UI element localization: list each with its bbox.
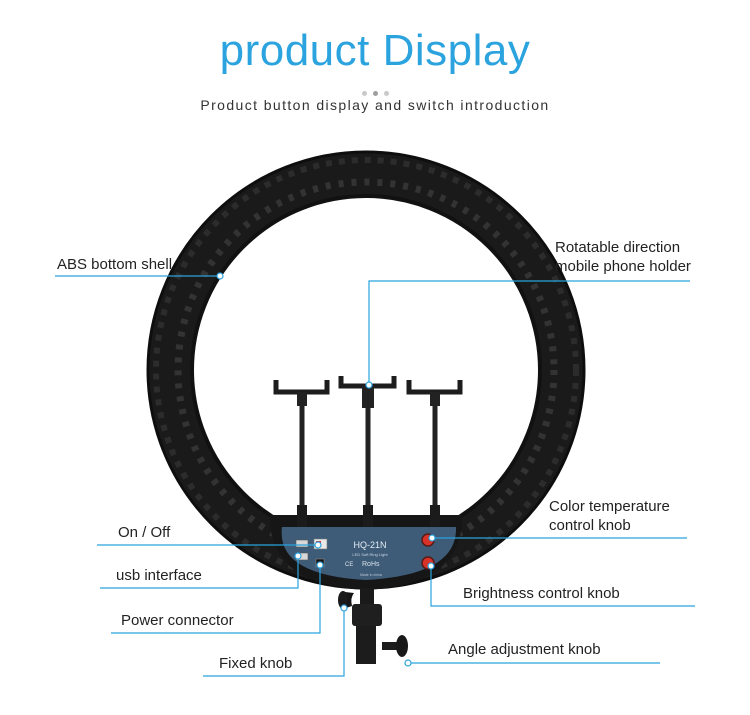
mount-block [352,604,382,626]
panel-caption: LED Soft Ring Light [352,552,388,557]
fixed-knob [338,591,348,609]
holder-joint-left [297,392,307,406]
holder-base-left [297,505,307,527]
label-power-connector: Power connector [121,612,234,629]
label-color-temp-line1: Color temperature [549,498,670,515]
panel-model: HQ-21N [353,540,386,550]
callout-lines [55,272,695,677]
page-title: product Display [219,26,531,75]
holder-joint-right [430,392,440,406]
ring-light-product-image: HQ-21N LED Soft Ring Light RoHs CE Made … [146,150,586,664]
angle-knob [396,635,408,657]
phone-clamp-right [406,380,463,395]
dot [372,91,378,96]
mount-post [356,626,376,664]
label-brightness-knob: Brightness control knob [463,585,620,602]
holder-base-middle [363,505,373,527]
label-angle-knob: Angle adjustment knob [448,641,601,658]
dot [361,91,367,96]
decorative-dots [0,83,750,101]
panel-made-in: Made in china [360,573,382,577]
label-holder-line1: Rotatable direction [555,239,681,256]
label-on-off: On / Off [118,524,171,541]
angle-knob-shaft [382,642,398,650]
phone-clamp-left [273,380,330,395]
label-color-temp-line2: control knob [549,517,631,534]
callout-holder [368,280,690,385]
label-abs-bottom-shell: ABS bottom shell [57,256,173,273]
holder-base-right [430,505,440,527]
callout-usb [100,556,299,589]
ring-inner-ridges [174,178,558,562]
panel-ce: CE [345,562,353,568]
label-fixed-knob: Fixed knob [219,655,293,672]
callout-power [111,565,321,634]
page-subtitle: Product button display and switch introd… [200,97,550,113]
callout-fixed-knob [203,608,345,677]
mount-neck [360,588,374,606]
usb-port [295,539,309,548]
phone-holders [273,376,463,527]
callout-brightness [430,566,695,607]
panel-rohs: RoHs [362,561,380,568]
label-holder-line2: mobile phone holder [555,258,691,275]
holder-joint-middle [362,386,374,408]
label-usb-interface: usb interface [116,567,202,584]
dot [383,91,389,96]
